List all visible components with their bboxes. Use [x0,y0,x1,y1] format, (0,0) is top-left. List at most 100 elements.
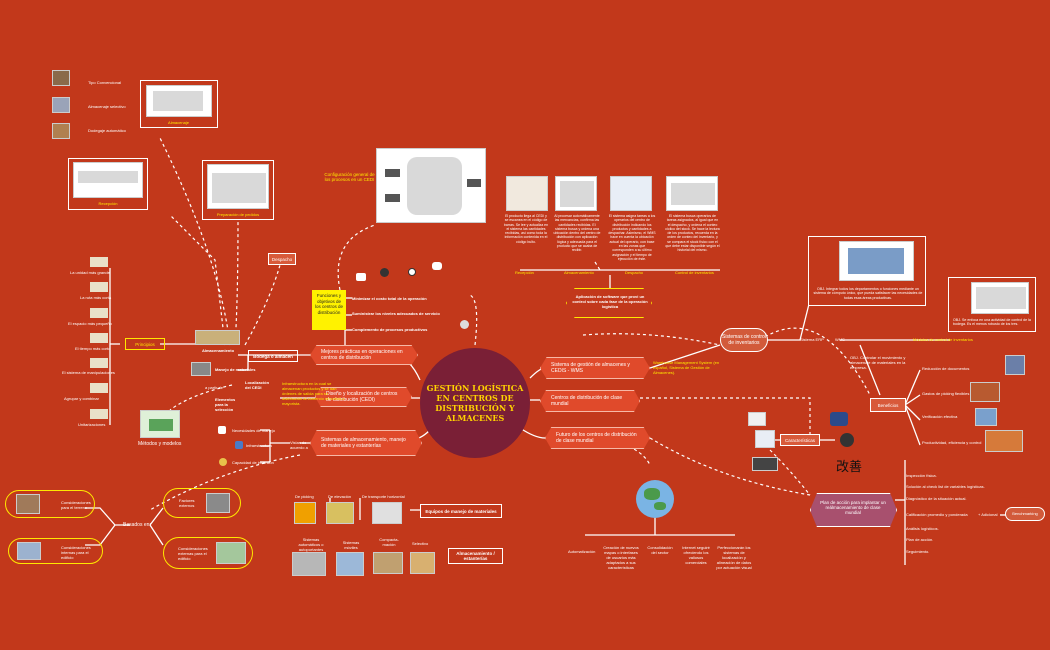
functions-label: Funciones y objetivos de los centros de … [312,290,346,330]
plan-label: Plan de acción para implantar un reálmac… [820,500,886,515]
edificio-interno-pill: Consideraciones internas para el edifici… [8,538,103,564]
wms-desc-1: El producto llega al CEDI y se escanea e… [503,214,549,244]
vistas-label: Vistas de acuerdo a [290,440,308,450]
plane-icon [432,262,442,270]
modulos-box: OBJ. Se enfoca en una actividad de contr… [948,277,1036,332]
future-item-1: Automatización [568,549,596,554]
manejo-photo [191,362,211,376]
principio-1: La unidad más grande [70,270,110,275]
wms-step-1: Recepción [515,270,534,275]
plan-item-5: Análisis logísticos. [906,526,939,531]
modulos-label: Módulos de control de inventarios [913,337,973,342]
principio-3-icon [90,308,108,318]
edificio-externo-pill: Consideraciones externas para el edifici… [163,537,253,569]
branch-futuro[interactable]: Futuro de los centros de distribución de… [545,427,650,449]
metodos-image [140,410,180,438]
almacenaje-box: Almacenaje [140,80,218,128]
branch-mejores-practicas[interactable]: Mejores prácticas en operaciones en cent… [310,345,418,365]
almacenamiento-estanterias-node[interactable]: Almacenamiento / estanterías [448,548,503,564]
manejo-label: Manejo de materiales [215,367,256,372]
beneficio-3: Verificación efectiva [922,414,958,419]
infraestructura-icon [235,441,243,449]
necesidades-icon [218,426,226,434]
beneficio-3-image [975,408,997,426]
wms-photo-2 [555,176,597,211]
function-item-1: Minimizar el costo total de la operación [352,296,427,301]
branch-wms[interactable]: Sistema de gestión de almacenes y CEDIS … [540,357,650,379]
photo-selectivo [52,97,70,113]
globe-icon [636,480,674,518]
despacho-node[interactable]: Despacho [268,253,296,265]
future-item-3: Consolidación del sector [647,545,673,555]
elevacion-photo [326,502,354,524]
preparacion-box: Preparación de pedidos [202,160,274,220]
principios-node[interactable]: Principios [125,338,165,350]
picking-photo [294,502,316,524]
equipo-item-2: De elevación [328,494,352,499]
wms-photo-4 [666,176,718,211]
principio-6: Agrupar y combinar [64,396,99,401]
future-item-5: Perfeccionarán los sistemas de localizac… [716,545,752,570]
equipo-item-1: De picking [295,494,314,499]
estanteria-item-3: Compacta- mación [379,537,399,547]
selectivo-photo [410,552,435,574]
a-partir-label: a partir de [205,385,224,390]
kaizen-text: 改善 [836,460,863,475]
software-label: Aplicación de software que provi un cont… [572,294,648,309]
caracteristicas-node[interactable]: Características [780,434,820,446]
estanteria-item-4: Selectivo [412,541,429,546]
clock-icon [408,268,416,276]
estanteria-item-1: Sistemas automáticos o autoportantes [298,537,324,552]
settings-icon [380,268,389,277]
function-item-3: Complemento de procesos productivos [352,327,428,332]
beneficio-4: Productividad, eficiencia y control [922,440,982,445]
branch-sistemas-almacenamiento[interactable]: Sistemas de almacenamiento, manejo de ma… [310,430,422,456]
benchmarking-node[interactable]: Benchmarking [1005,507,1045,521]
adicional-label: + Adicional [978,512,998,517]
wms-step-3: Despacho [625,270,644,275]
necesidades-label: Necesidades de manejo [232,428,275,433]
wms-note: Warehouse Management System (en español,… [653,360,720,375]
wms-photo-1 [506,176,548,211]
principio-4: El tiempo más corto [75,346,111,351]
transporte-photo [372,502,402,524]
caracteristica-icon-1 [748,412,766,426]
caracteristica-icon-2 [755,430,775,448]
autoportantes-photo [292,552,326,576]
beneficios-node[interactable]: Beneficios [870,398,906,412]
process-diagram-image [376,148,486,223]
erp-box: OBJ. Integrar todos los departamentos o … [808,236,926,306]
branch-diseno-localizacion[interactable]: Diseño y localización de centros de dist… [315,387,412,407]
beneficio-2: Gastos de picking flexibles [922,391,970,396]
wms-desc-2: Al procesar automáticamente las mercancí… [553,214,601,253]
infra-note: Infraestructura en la cual se almacenan … [282,381,345,406]
plan-item-3: Diagnóstico de la situación actual. [906,496,967,501]
plan-item-2: Solución al check list de variables logí… [906,484,985,489]
basados-label: Basados en: [123,522,151,528]
almacenaje-item-3: Dodegaje automático [88,128,126,133]
capacidad-label: Capacidad de inversión [232,460,274,465]
erp-label: Sistema ERP [800,337,824,342]
wms-right-label: WMS [835,337,845,342]
software-node[interactable] [566,288,652,318]
moviles-photo [336,552,364,576]
principio-7-icon [90,409,108,419]
equipos-node[interactable]: Equipos de manejo de materiales [420,504,502,518]
photo-convencional [52,70,70,86]
metodos-label: Métodos y modelos [138,441,182,447]
localizacion-label: Localización del CEDI [245,380,270,390]
photo-automatico [52,123,70,139]
sistemas-control-node[interactable]: Sistemas de control de inventarios [720,328,768,352]
elementos-label: Elementos para la selección [215,397,236,412]
principio-5-icon [90,358,108,368]
almacenaje-item-1: Tipo Convencional [88,80,121,85]
infraestructura-label: Infraestructura [246,443,272,448]
future-item-2: Creación de nuevos mapas o interfases de… [603,545,639,570]
plan-node[interactable] [810,493,897,527]
branch-clase-mundial[interactable]: Centros de distribución de clase mundial [540,390,640,412]
bodega-node[interactable]: Bodega o almacén [248,350,298,362]
capacidad-icon [219,458,227,466]
central-topic[interactable]: GESTIÓN LOGÍSTICA EN CENTROS DE DISTRIBU… [420,348,530,458]
central-topic-title: GESTIÓN LOGÍSTICA EN CENTROS DE DISTRIBU… [426,383,524,423]
equipo-item-3: De transporte horizontal [362,494,405,499]
